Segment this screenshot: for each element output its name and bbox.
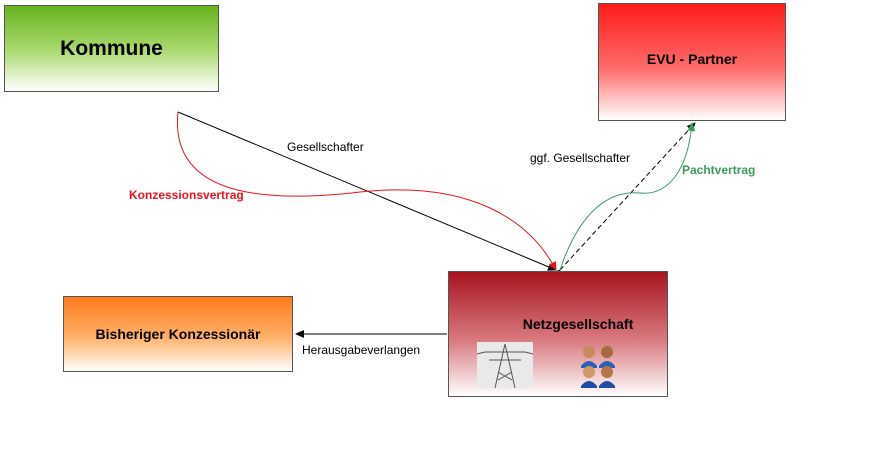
node-kommune-label: Kommune <box>60 36 163 60</box>
edge-label-ggf-gesellschafter: ggf. Gesellschafter <box>530 151 631 165</box>
ggf-gesellschafter-arrow <box>551 122 696 279</box>
pachtvertrag-arrow <box>559 122 696 271</box>
node-netzgesellschaft: Netzgesellschaft <box>448 271 668 397</box>
node-bisheriger-konzessionaer: Bisheriger Konzessionär <box>63 296 293 372</box>
konzessionsvertrag-arrow <box>176 111 557 271</box>
people-group-icon <box>581 346 615 388</box>
node-bisheriger-label: Bisheriger Konzessionär <box>95 326 261 342</box>
edge-label-konzessionsvertrag: Konzessionsvertrag <box>129 188 244 202</box>
power-pylon-icon <box>477 342 533 388</box>
edge-label-gesellschafter: Gesellschafter <box>287 140 364 154</box>
node-kommune: Kommune <box>4 5 219 92</box>
node-netzgesellschaft-label: Netzgesellschaft <box>522 316 634 332</box>
edge-label-herausgabeverlangen: Herausgabeverlangen <box>302 343 421 357</box>
node-evu-partner-label: EVU - Partner <box>646 51 738 67</box>
node-evu-partner: EVU - Partner <box>598 3 786 121</box>
edge-label-pachtvertrag: Pachtvertrag <box>682 163 756 177</box>
